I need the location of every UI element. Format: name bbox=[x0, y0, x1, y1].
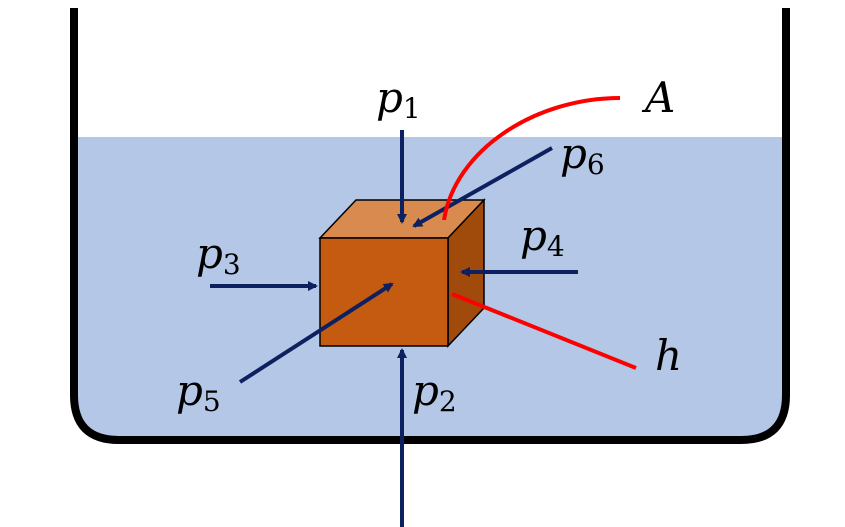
label-p2: p2 bbox=[412, 366, 457, 418]
area-pointer-line bbox=[442, 96, 621, 221]
label-height-h: h bbox=[655, 331, 682, 380]
height-pointer-line bbox=[451, 292, 637, 370]
p6-arrow bbox=[412, 146, 553, 228]
label-p1: p1 bbox=[376, 73, 421, 125]
label-p4: p4 bbox=[520, 211, 565, 263]
label-p6: p6 bbox=[560, 129, 605, 181]
label-p3: p3 bbox=[196, 229, 241, 281]
label-p5: p5 bbox=[176, 366, 221, 418]
container-walls bbox=[70, 8, 790, 444]
p5-arrow bbox=[238, 282, 394, 384]
cube-front-face bbox=[319, 237, 449, 347]
label-area-A: A bbox=[641, 73, 675, 122]
